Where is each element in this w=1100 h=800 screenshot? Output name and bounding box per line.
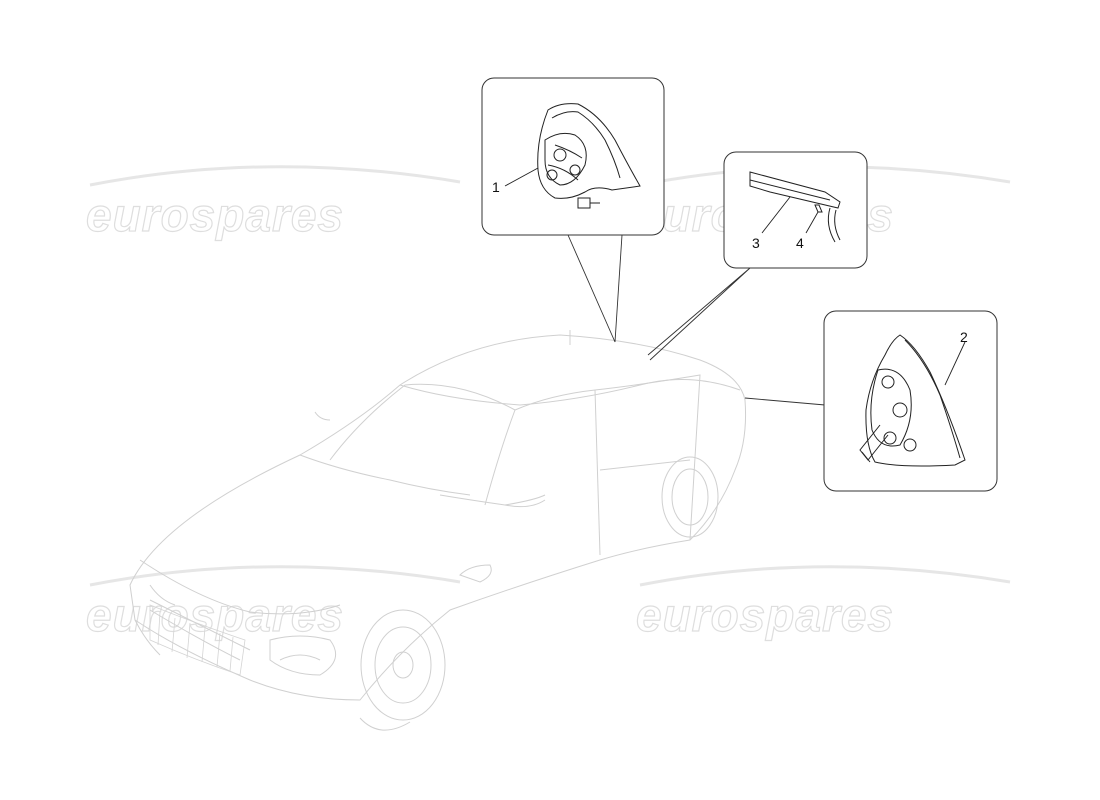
callout-leader-3	[761, 196, 791, 234]
callout-leader-2	[944, 341, 966, 386]
callout-number-2: 2	[960, 329, 968, 345]
watermark-bottom-right: eurospares	[635, 588, 895, 641]
tail-light-left-part	[537, 103, 641, 209]
third-brake-light-part	[749, 171, 841, 243]
detail-box-2: 3 4	[723, 151, 868, 269]
detail-box-1: 1	[481, 77, 665, 236]
callout-leader-1	[504, 167, 539, 187]
car-outline	[129, 330, 747, 731]
callout-number-1: 1	[492, 179, 500, 195]
tail-light-right-part	[859, 334, 966, 467]
callout-number-3: 3	[752, 235, 760, 251]
callout-leader-4	[805, 211, 819, 234]
detail-box-3: 2	[823, 310, 998, 492]
callout-number-4: 4	[796, 235, 804, 251]
watermark-top-left: eurospares	[85, 188, 345, 241]
car-grille	[149, 604, 246, 676]
